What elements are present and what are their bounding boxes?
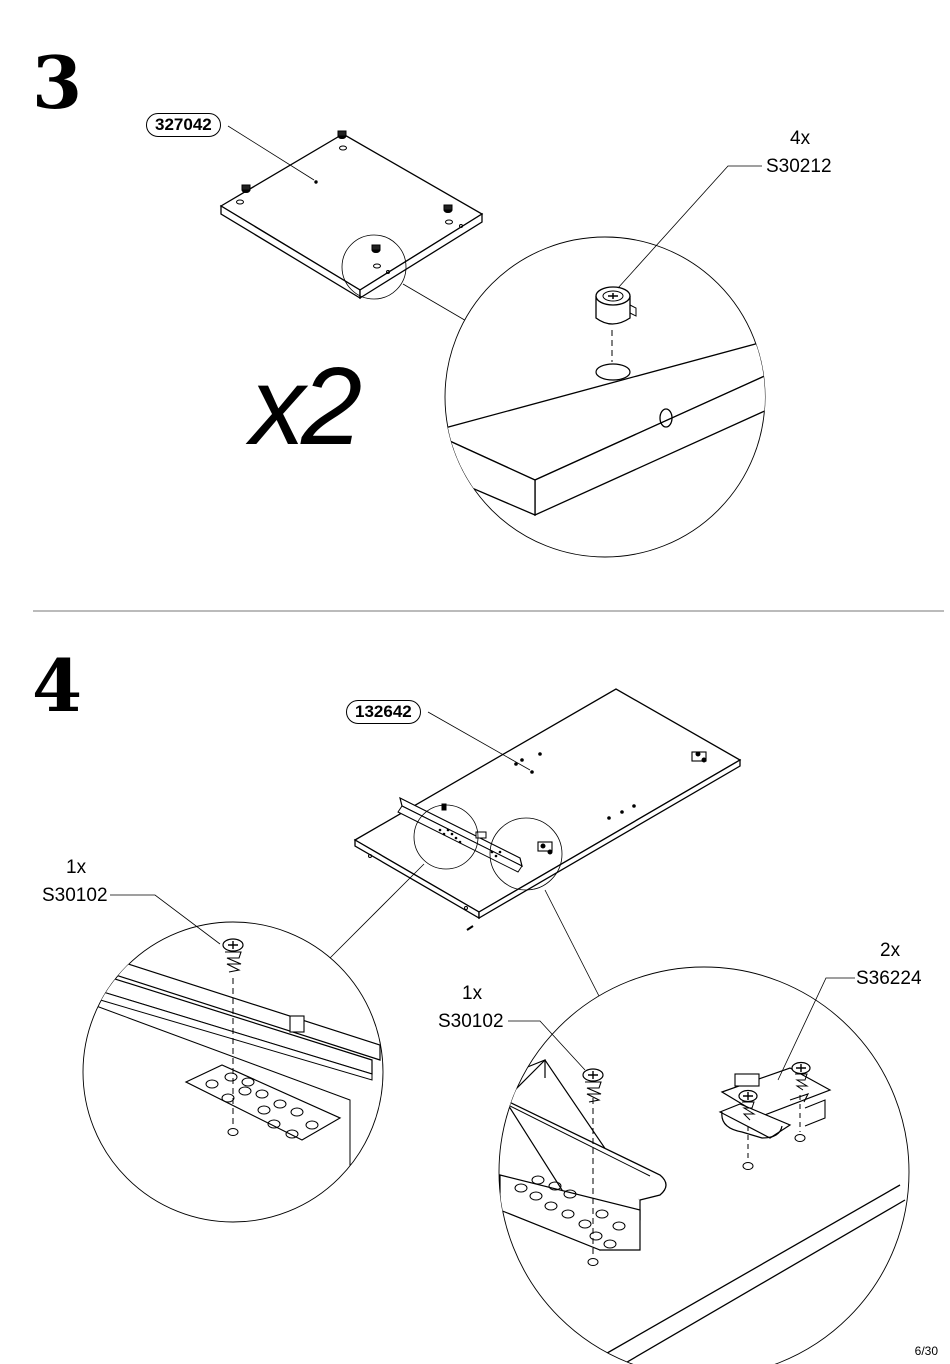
drawer-slide-icon	[397, 796, 523, 873]
cam-lock-icon	[595, 286, 637, 325]
screw-icon	[222, 938, 244, 973]
quantity-multiplier: x2	[250, 345, 362, 468]
hardware-code: S36224	[856, 968, 922, 989]
panel-part-label: 132642	[346, 700, 421, 724]
step3-panel	[219, 130, 484, 300]
hinge-mounting-plate-icon	[718, 1061, 832, 1170]
hardware-qty: 4x	[790, 128, 811, 149]
hardware-qty: 1x	[66, 857, 87, 878]
step3-zoom-detail	[444, 236, 766, 558]
screw-icon	[582, 1068, 604, 1103]
step4-right-zoom-detail	[498, 966, 910, 1364]
step4-panel	[353, 688, 742, 931]
cam-fitting-icon	[241, 130, 453, 253]
hardware-qty: 2x	[880, 940, 901, 961]
hardware-code: S30102	[438, 1011, 504, 1032]
page-number: 6/30	[914, 1344, 938, 1358]
hardware-code: S30212	[766, 156, 832, 177]
hardware-code: S30102	[42, 885, 108, 906]
step4-left-zoom-detail	[82, 921, 384, 1223]
panel-part-label: 327042	[146, 113, 221, 137]
hardware-qty: 1x	[462, 983, 483, 1004]
step-number-3: 3	[32, 40, 83, 125]
hinge-plate-icon	[537, 751, 707, 855]
step-number-4: 4	[32, 643, 83, 728]
